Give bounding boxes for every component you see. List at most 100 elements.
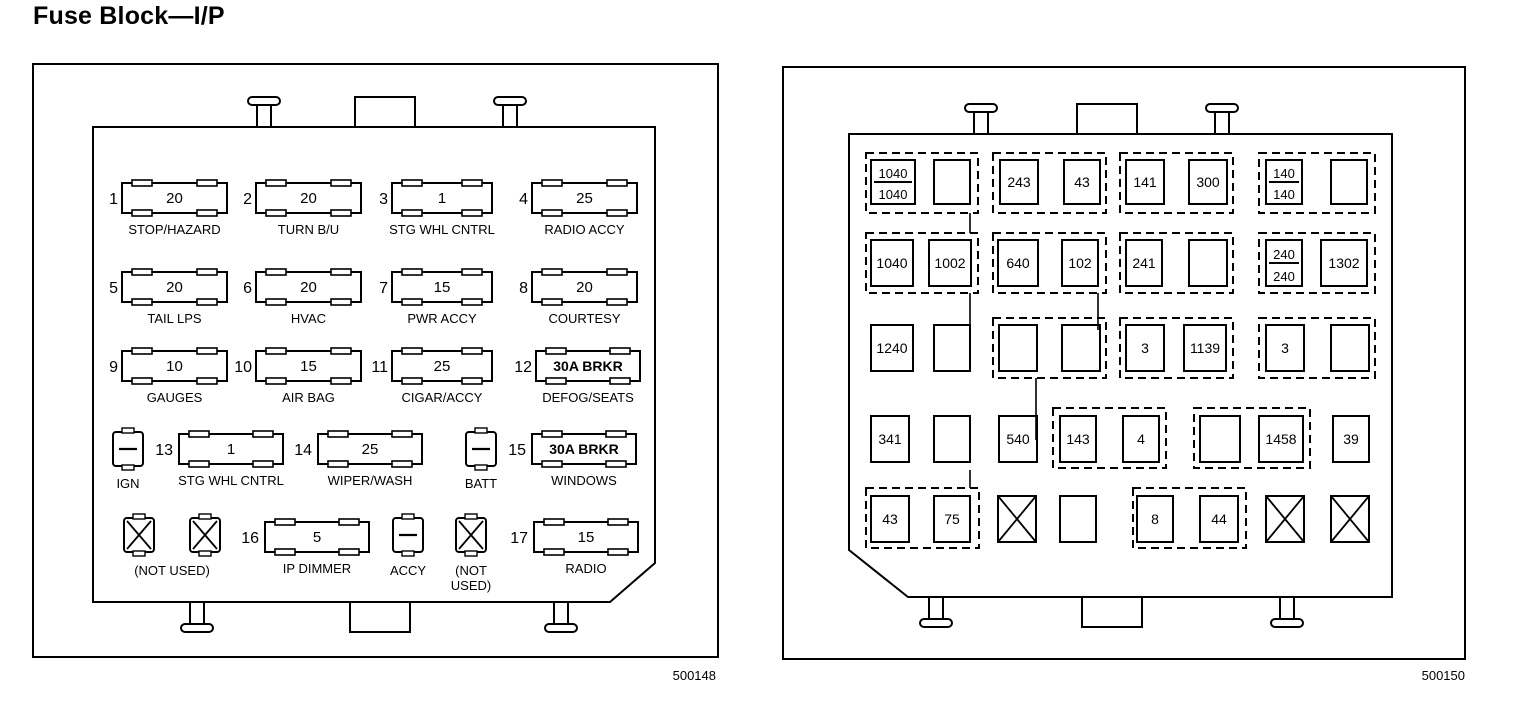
- fuse-number: 15: [508, 442, 526, 459]
- cavity-circuit-number: 140: [1273, 166, 1295, 181]
- fuse-body: [255, 350, 362, 382]
- fuse-number: 12: [514, 359, 532, 376]
- relay-cavity: 1002: [928, 239, 972, 287]
- mounting-clip: [544, 602, 578, 633]
- fuse-label: RADIO: [565, 561, 606, 576]
- not-used-socket-3: [455, 513, 487, 557]
- relay-cavity: 1302: [1320, 239, 1368, 287]
- relay-cavity: [1330, 324, 1370, 372]
- fuse-number: 7: [379, 280, 388, 297]
- fuse-rating: 20: [300, 190, 317, 207]
- dashed-relay-group: [1193, 407, 1311, 469]
- relay-cavity: 43: [1063, 159, 1101, 205]
- fuse-rating: 20: [576, 279, 593, 296]
- cavity-circuit-number: 240: [1273, 269, 1295, 284]
- not-used-label: (NOT USED): [134, 563, 210, 578]
- relay-cavity: [1330, 159, 1368, 205]
- left-figure-id: 500148: [673, 668, 716, 683]
- fuse-number: 11: [371, 359, 388, 376]
- fuse-number: 1: [109, 191, 118, 208]
- fuse-body: [535, 350, 641, 382]
- fuse-label: STG WHL CNTRL: [178, 473, 284, 488]
- cavity-circuit-number: 341: [878, 431, 902, 447]
- cavity-circuit-number: 240: [1273, 247, 1295, 262]
- fuse-rating: 25: [362, 441, 379, 458]
- relay-cavity: [1199, 415, 1241, 463]
- connector-slot: [354, 96, 416, 127]
- fuse-body: [255, 182, 362, 214]
- mounting-clip: [493, 96, 527, 127]
- fuse-number: 14: [294, 442, 312, 459]
- fuse-rating: 15: [300, 358, 317, 375]
- fuse-label: RADIO ACCY: [544, 222, 625, 237]
- connector-slot: [1076, 103, 1138, 134]
- not-used-socket-1: [123, 513, 155, 557]
- relay-cavity: 540: [998, 415, 1038, 463]
- left-fuse-block-outline: [92, 126, 656, 603]
- cavity-circuit-number: 143: [1066, 431, 1090, 447]
- fuse-body: [391, 271, 493, 303]
- relay-cavity: [1188, 239, 1228, 287]
- relay-cavity: 1139: [1183, 324, 1227, 372]
- relay-cavity: [933, 415, 971, 463]
- dashed-relay-group: [1119, 317, 1234, 379]
- fuse-label: WIPER/WASH: [328, 473, 413, 488]
- relay-cavity: 1240: [870, 324, 914, 372]
- relay-cavity: 3: [1125, 324, 1165, 372]
- fuse-label: TAIL LPS: [147, 311, 202, 326]
- relay-cavity: [998, 324, 1038, 372]
- fuse-body: [317, 433, 423, 465]
- fuse-number: 17: [510, 530, 528, 547]
- not-used-socket-2: [189, 513, 221, 557]
- fuse-rating: 30A BRKR: [553, 358, 623, 374]
- fuse-body: [391, 182, 493, 214]
- right-frame: [782, 66, 1466, 660]
- cavity-circuit-number: 241: [1132, 255, 1156, 271]
- cavity-circuit-number: 4: [1137, 431, 1145, 447]
- mounting-clip: [1270, 597, 1304, 628]
- unused-cavity: [1330, 495, 1370, 543]
- not-used-label-line1: (NOT: [455, 563, 487, 578]
- ign-socket: [112, 427, 144, 471]
- fuse-rating: 20: [166, 190, 183, 207]
- relay-cavity: 241: [1125, 239, 1163, 287]
- dashed-relay-group: [1258, 232, 1376, 294]
- cavity-circuit-number: 43: [882, 511, 898, 527]
- relay-cavity: [1059, 495, 1097, 543]
- relay-cavity: 4: [1122, 415, 1160, 463]
- dashed-relay-group: [1132, 487, 1247, 549]
- not-used-label-line2: USED): [451, 578, 491, 593]
- fuse-body: [531, 182, 638, 214]
- right-figure-id: 500150: [1422, 668, 1465, 683]
- cavity-circuit-number: 3: [1141, 340, 1149, 356]
- cavity-circuit-number: 243: [1007, 174, 1031, 190]
- fuse-label: DEFOG/SEATS: [542, 390, 634, 405]
- fuse-rating: 20: [166, 279, 183, 296]
- dashed-relay-group: [1119, 152, 1234, 214]
- fuse-body: [531, 433, 637, 465]
- cavity-circuit-number: 1458: [1265, 431, 1296, 447]
- relay-cavity: 141: [1125, 159, 1165, 205]
- fuse-label: IP DIMMER: [283, 561, 351, 576]
- left-frame: [32, 63, 719, 658]
- fuse-body: [121, 271, 228, 303]
- batt-label: BATT: [465, 476, 497, 491]
- cavity-circuit-number: 1002: [934, 255, 965, 271]
- mounting-clip: [964, 103, 998, 134]
- right-fuse-block-outline: [848, 133, 1393, 598]
- relay-cavity: [933, 159, 971, 205]
- relay-cavity: 3: [1265, 324, 1305, 372]
- relay-cavity: 1040: [870, 239, 914, 287]
